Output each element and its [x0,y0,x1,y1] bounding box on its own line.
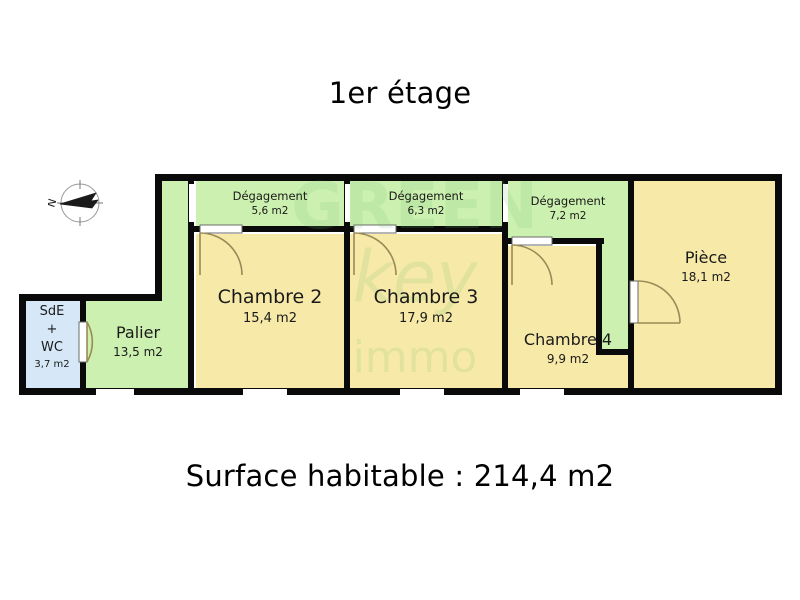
window-palier-bottom-2 [96,393,134,396]
wall-deg2-chambre3 [348,226,504,232]
door-opening-sde [78,321,88,363]
page-title: 1er étage [328,76,472,110]
window-palier-bottom [96,389,134,394]
room-fill-degagement-1 [196,180,344,228]
window-chambre4-bottom [520,389,564,395]
compass-rose-icon: N [48,180,103,226]
wall-right-exterior [775,174,782,395]
door-swing-chambre-2 [199,232,243,276]
room-fill-palier [82,180,190,391]
wall-deg1-chambre2 [194,226,346,232]
window-deg1-left [189,184,194,222]
door-swing-piece [637,280,681,324]
wall-chambre4-right [596,238,602,353]
door-swing-chambre-4 [511,244,553,286]
door-opening-piece [629,280,639,324]
door-swing-chambre-3 [353,232,397,276]
window-deg3-left [503,184,508,222]
door-opening-chambre-4 [511,236,553,246]
surface-total-label: Surface habitable : 214,4 m2 [185,459,615,493]
room-fill-sde-wc [22,299,82,391]
wall-chambre2-right [344,174,350,395]
door-opening-chambre-3 [353,224,397,234]
wall-palier-right [188,174,194,395]
room-fill-chambre-2 [196,234,344,391]
door-opening-chambre-2 [199,224,243,234]
room-fill-degagement-3 [508,180,628,353]
wall-chambre3-right [502,174,508,395]
room-fill-chambre-3 [350,234,502,391]
door-swing-sde [86,321,94,363]
wall-deg3-chambre4 [506,238,604,244]
window-deg2-left [345,184,350,222]
window-chambre3-bottom [400,389,444,395]
compass-north-label: N [48,197,59,209]
wall-left-exterior [19,294,26,395]
wall-step-horizontal [19,294,162,301]
window-chambre2-bottom [243,389,287,395]
wall-top-exterior [155,174,782,181]
wall-left-upper [155,174,162,299]
wall-chambre4-bottom-step [596,349,630,355]
room-fill-degagement-2 [350,180,502,228]
